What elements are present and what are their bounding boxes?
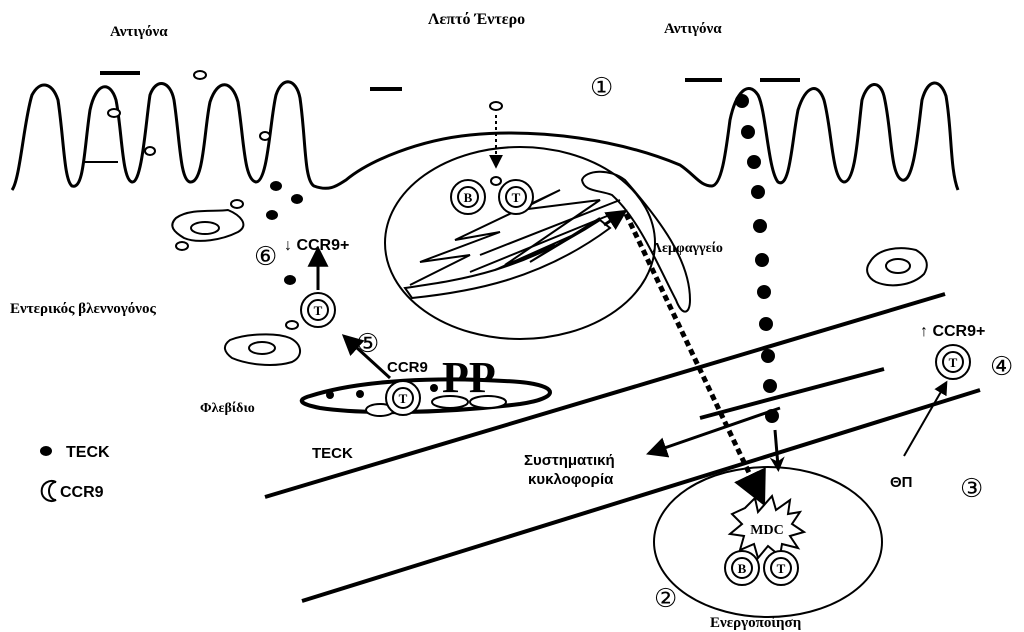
- antigen-circles: [108, 71, 502, 329]
- node-b-cell: Β: [725, 551, 759, 585]
- teck-dot-column: [735, 94, 779, 423]
- teck-venule-label: TECK: [312, 445, 353, 462]
- legend-ccr9-crescent: [42, 481, 56, 501]
- legend-teck-dot: [40, 446, 52, 456]
- venule-label: Φλεβίδιο: [200, 401, 255, 416]
- dendritic-cell-left-top: [172, 210, 243, 241]
- svg-text:Τ: Τ: [399, 391, 408, 406]
- step-1: ①: [590, 73, 613, 103]
- small-intestine-label: Λεπτό Έντερο: [428, 11, 525, 28]
- vessel-line-2: [700, 369, 884, 418]
- legend-ccr9-label: CCR9: [60, 484, 104, 501]
- svg-text:Β: Β: [464, 190, 473, 205]
- lymphatic-label: Λεμφαγγείο: [652, 241, 723, 256]
- step-2: ②: [654, 584, 677, 614]
- svg-text:Β: Β: [738, 561, 747, 576]
- circulating-t-cell: Τ: [936, 345, 970, 379]
- antigen-right-label: Αντιγόνα: [664, 21, 722, 37]
- systemic-label-line2: κυκλοφορία: [528, 471, 614, 488]
- antigen-left-label: Αντιγόνα: [110, 24, 168, 40]
- tp-arrow: [904, 383, 946, 456]
- dot-column-arrow: [775, 430, 778, 466]
- step-6: ⑥: [254, 242, 277, 272]
- legend: TECK CCR9: [40, 444, 110, 501]
- svg-text:Τ: Τ: [777, 561, 786, 576]
- venule-t-cell: Τ: [386, 381, 420, 415]
- mdc-label: MDC: [750, 523, 783, 538]
- pp-label: PP: [442, 353, 496, 402]
- step-5: ⑤: [356, 329, 379, 359]
- dendritic-cell-left-bottom: [225, 334, 300, 365]
- tp-label: ΘΠ: [890, 474, 913, 491]
- legend-teck-label: TECK: [66, 444, 110, 461]
- intestinal-villi-outline: [12, 82, 958, 190]
- svg-text:Τ: Τ: [512, 190, 521, 205]
- pp-t-cell: Τ: [499, 180, 533, 214]
- activation-label: Ενεργοποίηση: [710, 615, 801, 631]
- ccr9-down-label: ↓ CCR9+: [284, 237, 349, 254]
- ccr9-up-label: ↑ CCR9+: [920, 323, 985, 340]
- node-t-cell: Τ: [764, 551, 798, 585]
- ccr9-venule-label: CCR9: [387, 359, 428, 376]
- peyers-patch-follicle: [385, 147, 655, 339]
- step-3: ③: [960, 474, 983, 504]
- venule: [302, 379, 550, 416]
- svg-text:Τ: Τ: [949, 355, 958, 370]
- mucosa-label: Εντερικός βλεννογόνος: [10, 301, 156, 317]
- mucosa-t-cell: Τ: [301, 293, 335, 327]
- pp-b-cell: Β: [451, 180, 485, 214]
- dc-migration-start-arrow: [604, 212, 624, 225]
- systemic-label-line1: Συστηματική: [524, 452, 615, 469]
- dendritic-cell-right: [867, 248, 927, 285]
- dc-migration-arrow: [626, 214, 762, 500]
- step-4: ④: [990, 352, 1013, 382]
- vessel-line-3: [302, 390, 980, 601]
- svg-text:Τ: Τ: [314, 303, 323, 318]
